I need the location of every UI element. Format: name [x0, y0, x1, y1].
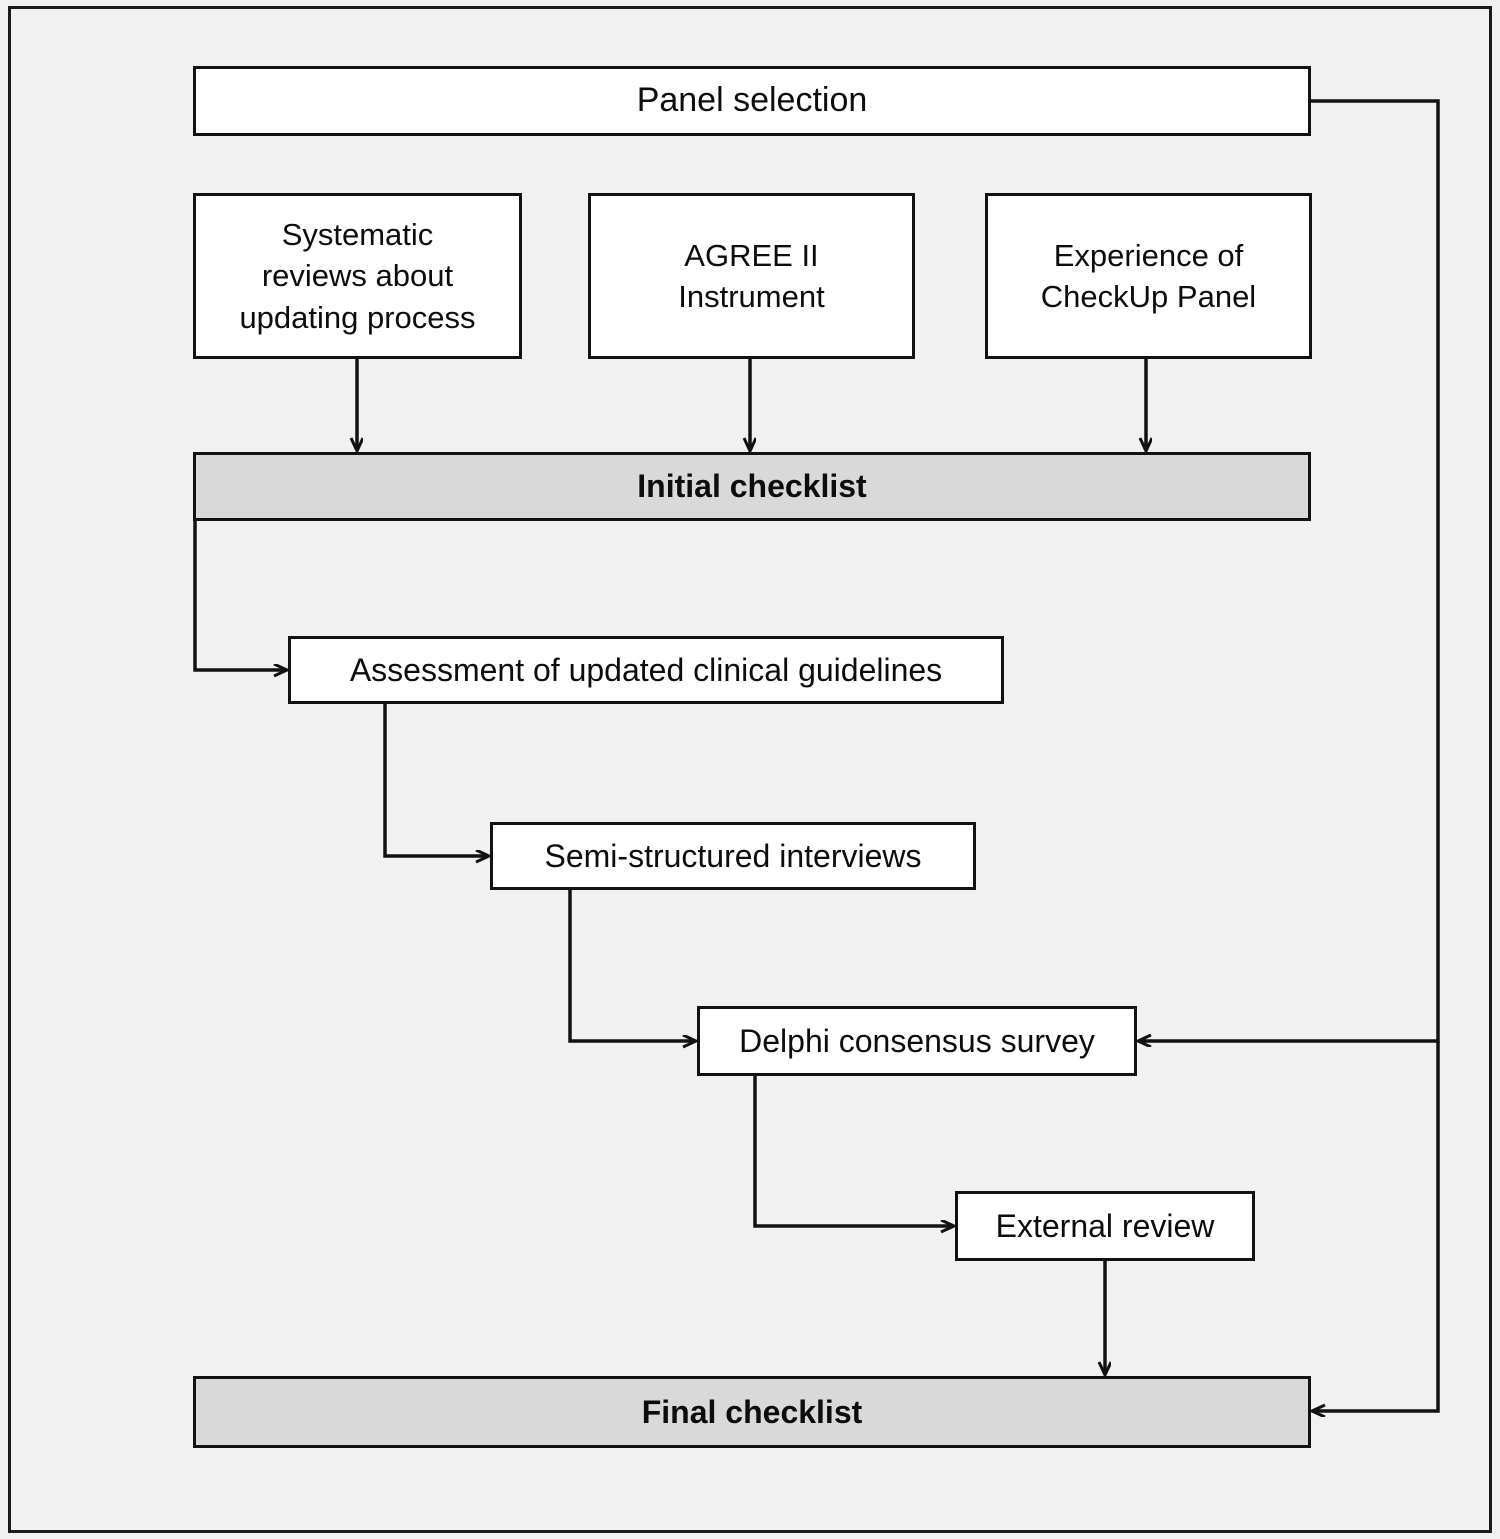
node-external-review-label: External review	[995, 1207, 1215, 1244]
node-final-checklist-label: Final checklist	[641, 1393, 863, 1430]
node-semi-structured-interviews[interactable]: Semi-structured interviews	[490, 822, 976, 890]
node-agree-instrument-label: AGREE II Instrument	[678, 237, 825, 314]
node-semi-structured-interviews-label: Semi-structured interviews	[544, 837, 922, 874]
node-panel-selection[interactable]: Panel selection	[193, 66, 1311, 136]
node-experience-checkup-panel-label: Experience of CheckUp Panel	[1040, 237, 1257, 314]
node-final-checklist[interactable]: Final checklist	[193, 1376, 1311, 1448]
node-delphi-consensus-survey-label: Delphi consensus survey	[739, 1022, 1095, 1059]
node-external-review[interactable]: External review	[955, 1191, 1255, 1261]
node-experience-checkup-panel[interactable]: Experience of CheckUp Panel	[985, 193, 1312, 359]
node-assessment-updated-guidelines-label: Assessment of updated clinical guideline…	[349, 651, 943, 688]
node-panel-selection-label: Panel selection	[636, 81, 868, 120]
node-initial-checklist[interactable]: Initial checklist	[193, 452, 1311, 521]
node-agree-instrument[interactable]: AGREE II Instrument	[588, 193, 915, 359]
node-systematic-reviews-label: Systematic reviews about updating proces…	[239, 217, 476, 335]
node-initial-checklist-label: Initial checklist	[637, 468, 867, 505]
node-systematic-reviews[interactable]: Systematic reviews about updating proces…	[193, 193, 522, 359]
node-delphi-consensus-survey[interactable]: Delphi consensus survey	[697, 1006, 1137, 1076]
node-assessment-updated-guidelines[interactable]: Assessment of updated clinical guideline…	[288, 636, 1004, 704]
